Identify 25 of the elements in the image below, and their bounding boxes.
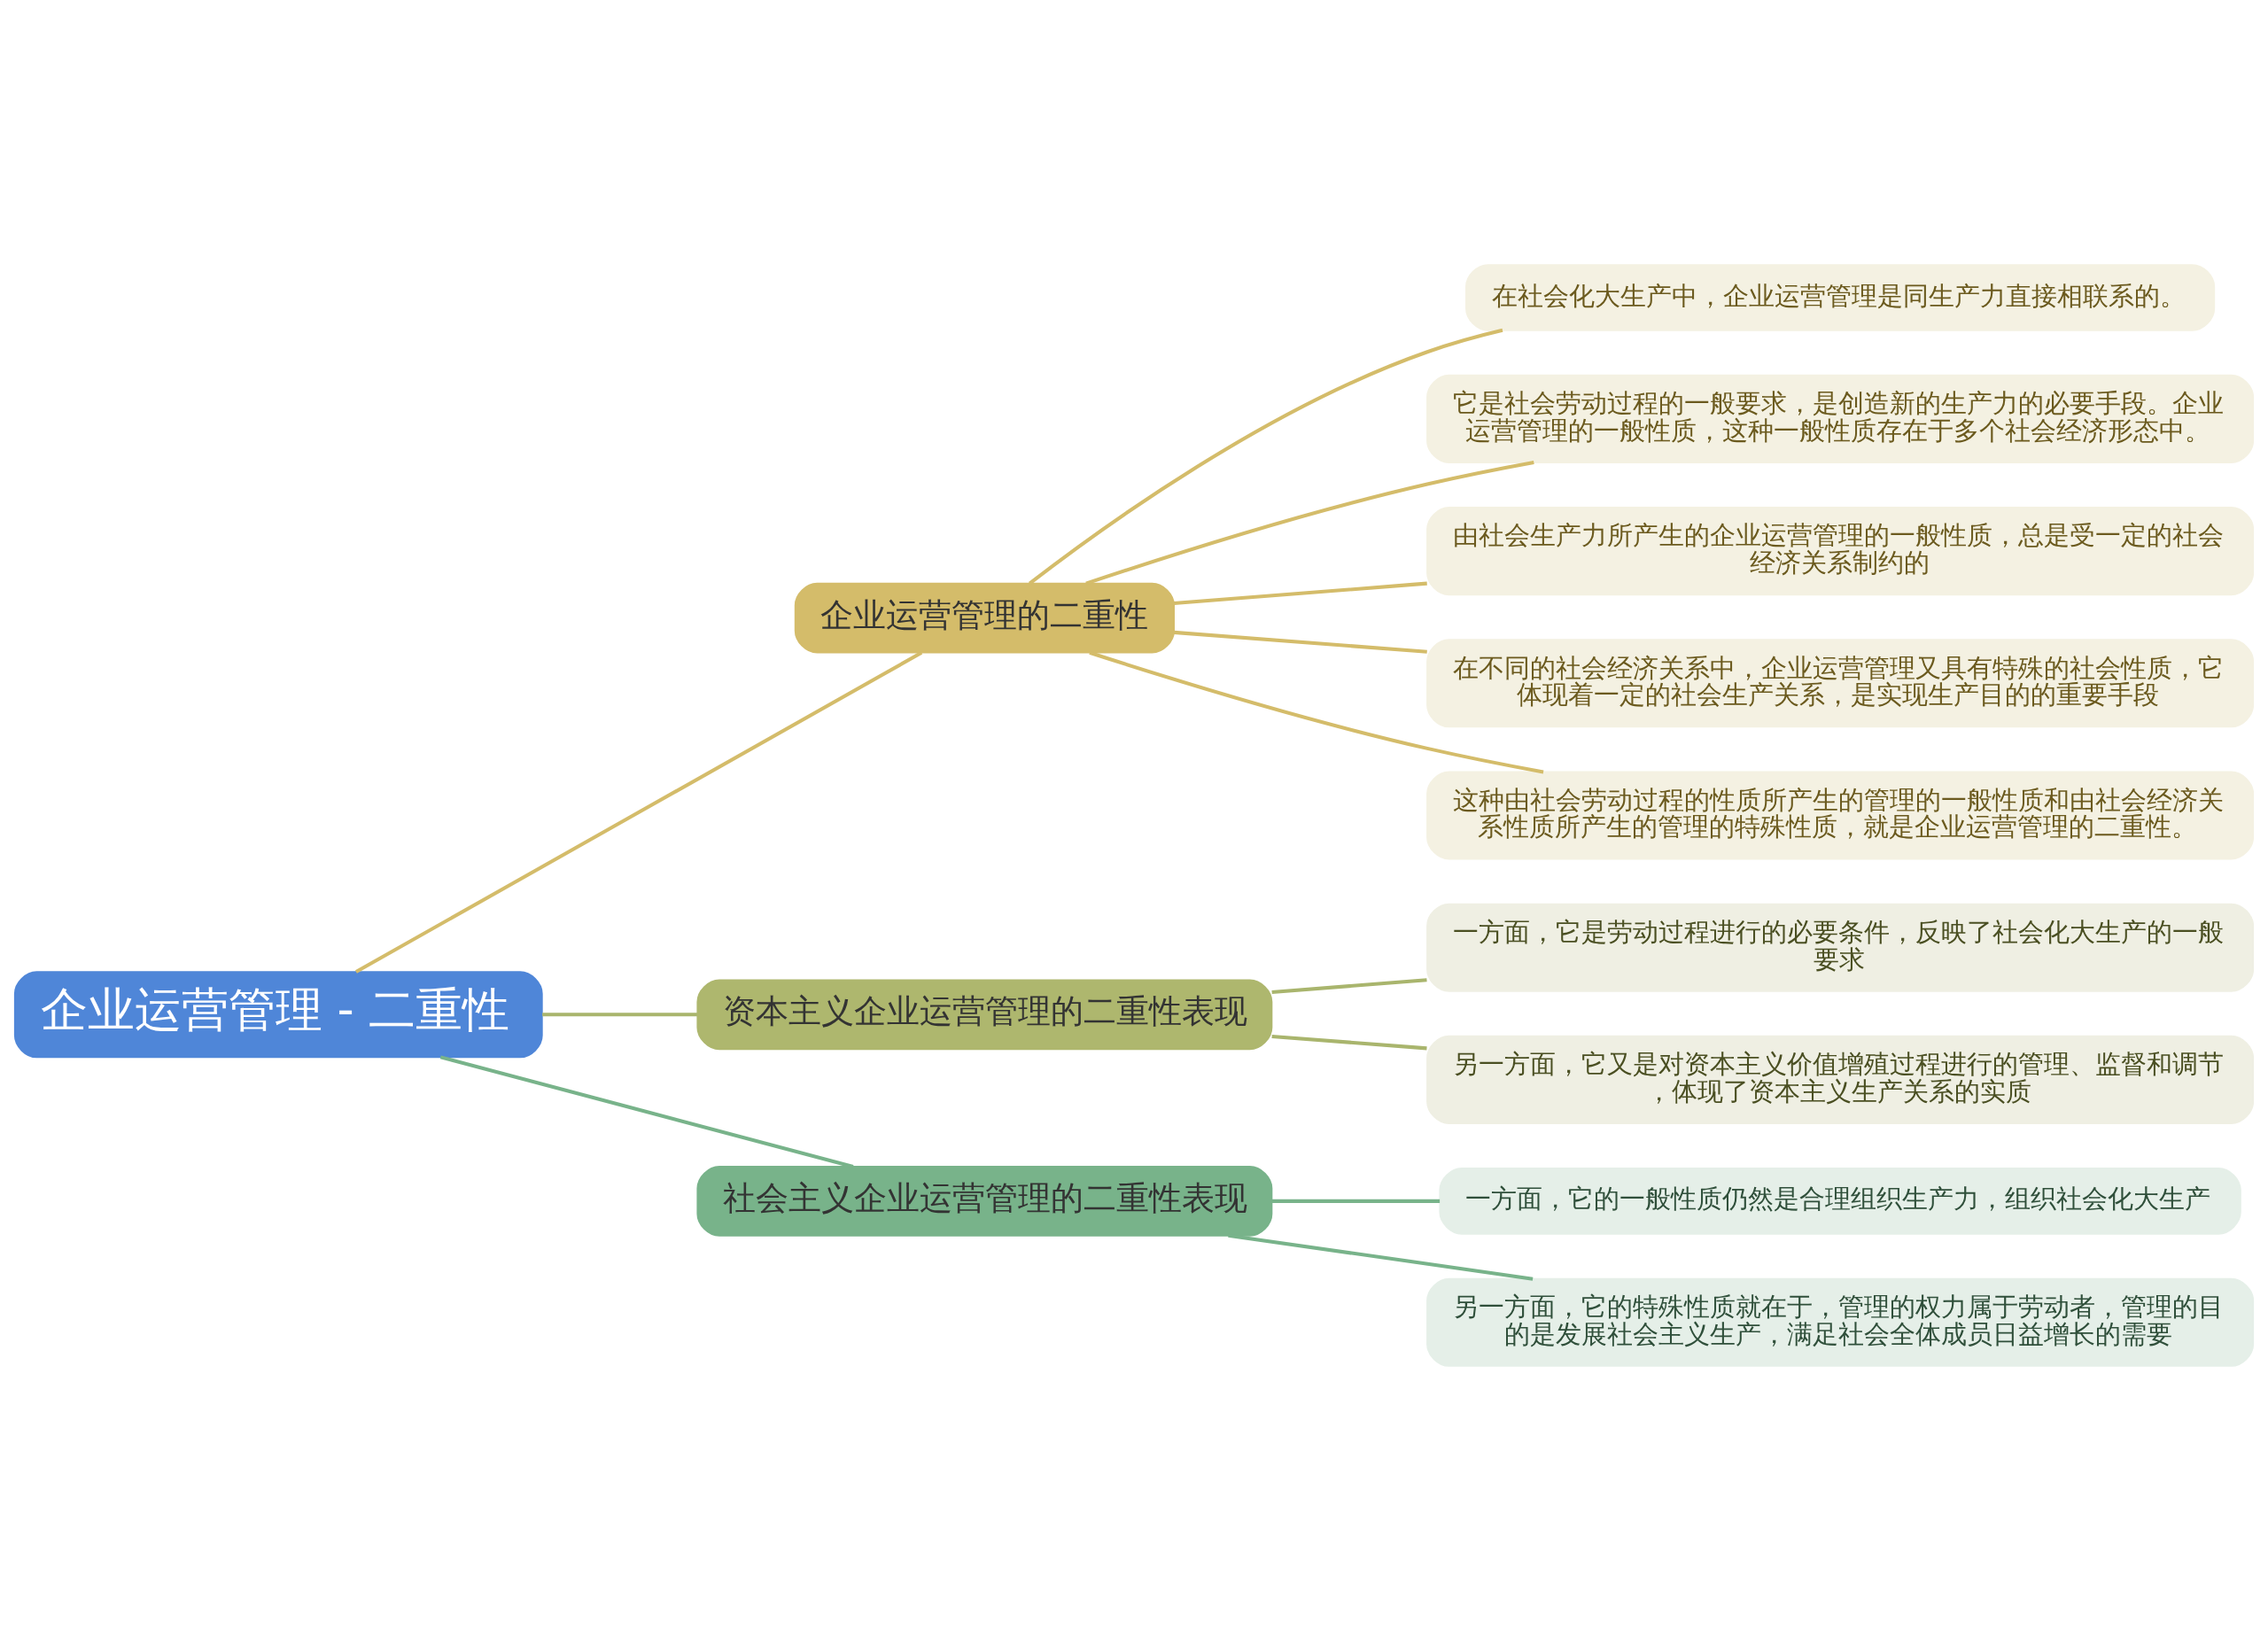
connector (1173, 630, 1427, 654)
connector (1085, 460, 1534, 586)
connector (1089, 650, 1544, 773)
node-box: 企业运营管理的二重性 (794, 582, 1175, 654)
node-box: 在不同的社会经济关系中，企业运营管理又具有特殊的社会性质，它体现着一定的社会生产关系，是实现生产目的的重要手段 (1426, 638, 2255, 727)
node-box: 由社会生产力所产生的企业运营管理的一般性质，总是受一定的社会经济关系制约的 (1426, 506, 2255, 595)
connector (1173, 581, 1427, 605)
node-box: 社会主义企业运营管理的二重性表现 (696, 1165, 1273, 1237)
node-box: 另一方面，它的特殊性质就在于，管理的权力属于劳动者，管理的目的是发展社会主义生产，满足社会全体成员日益增长的需要 (1426, 1277, 2255, 1367)
connector (1271, 1034, 1427, 1050)
node-box: 它是社会劳动过程的一般要求，是创造新的生产力的必要手段。企业运营管理的一般性质，这种一般性质存在于多个社会经济形态中。 (1426, 374, 2255, 463)
node-box: 这种由社会劳动过程的性质所产生的管理的一般性质和由社会经济关系性质所产生的管理的特殊性质，就是企业运营管理的二重性。 (1426, 770, 2255, 860)
node-box: 在社会化大生产中，企业运营管理是同生产力直接相联系的。 (1465, 263, 2216, 331)
connector (1271, 977, 1427, 994)
node-box: 一方面，它是劳动过程进行的必要条件，反映了社会化大生产的一般要求 (1426, 903, 2255, 992)
node-box: 一方面，它的一般性质仍然是合理组织生产力，组织社会化大生产 (1439, 1167, 2241, 1235)
connector (354, 650, 923, 974)
node-box: 资本主义企业运营管理的二重性表现 (696, 978, 1273, 1050)
connector (542, 1012, 697, 1016)
node-box: 另一方面，它又是对资本主义价值增殖过程进行的管理、监督和调节，体现了资本主义生产关系的实质 (1426, 1035, 2255, 1124)
connector (1228, 1233, 1534, 1281)
connector (439, 1054, 854, 1168)
connector (1271, 1199, 1441, 1203)
connector (1028, 328, 1503, 585)
node-box: 企业运营管理 - 二重性 (13, 970, 543, 1058)
